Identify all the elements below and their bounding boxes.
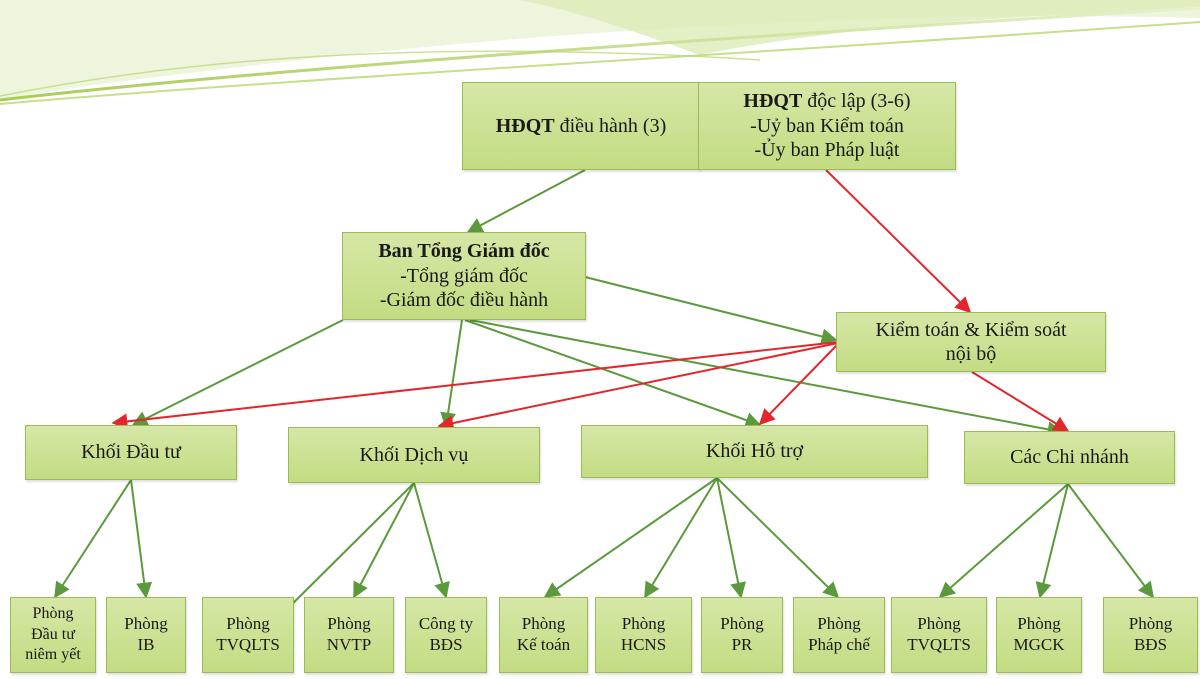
- dept-investment-listed: Phòng Đầu tư niêm yết: [10, 597, 96, 673]
- dept-real-estate-branches: Phòng BĐS: [1103, 597, 1198, 673]
- dept-8-line-2: PR: [731, 635, 753, 654]
- ceo-line-2: -Tổng giám đốc: [400, 264, 528, 287]
- header-swoosh: [0, 0, 1200, 105]
- dept-legal: Phòng Pháp chế: [793, 597, 885, 673]
- edge-services-to-dept-5: [413, 482, 450, 599]
- division-services: Khối Dịch vụ: [288, 427, 540, 483]
- dept-2-line-1: Phòng: [124, 614, 168, 634]
- edge-support-to-dept-7: [644, 477, 718, 599]
- division-support-label: Khối Hỗ trợ: [705, 440, 804, 463]
- audit-line-2: nội bộ: [945, 343, 997, 365]
- ceo-board-box: Ban Tổng Giám đốc -Tổng giám đốc -Giám đ…: [342, 232, 586, 320]
- edge-ceo-to-audit: [584, 276, 838, 345]
- internal-audit-box: Kiểm toán & Kiểm soát nội bộ: [836, 312, 1106, 372]
- edge-board-to-ceo: [466, 169, 586, 233]
- dept-1-line-1: Phòng: [32, 604, 74, 622]
- dept-10-line-2: TVQLTS: [907, 635, 971, 654]
- board-exec-box: HĐQT điều hành (3): [462, 82, 700, 170]
- dept-9-line-2: Pháp chế: [808, 635, 870, 654]
- ceo-title: Ban Tổng Giám đốc: [378, 240, 550, 263]
- dept-pr: Phòng PR: [701, 597, 783, 673]
- dept-3-line-2: TVQLTS: [216, 635, 280, 654]
- dept-5-line-2: BĐS: [429, 635, 463, 654]
- division-branches: Các Chi nhánh: [964, 431, 1175, 484]
- edge-audit-to-branches: [971, 371, 1070, 432]
- edge-ceo-to-branches: [469, 319, 1064, 438]
- division-services-label: Khối Dịch vụ: [359, 443, 469, 466]
- division-investment-label: Khối Đầu tư: [81, 441, 181, 464]
- board-indep-label: HĐQT độc lập (3-6): [743, 90, 911, 113]
- board-independent-box: HĐQT độc lập (3-6) -Uỷ ban Kiểm toán -Ủy…: [698, 82, 956, 170]
- dept-accounting: Phòng Kế toán: [499, 597, 588, 673]
- board-exec-label: HĐQT điều hành (3): [495, 114, 667, 137]
- edge-branches-to-dept-10: [938, 483, 1069, 599]
- dept-6-line-1: Phòng: [521, 614, 566, 634]
- edge-support-to-dept-8: [716, 477, 746, 599]
- dept-10-line-1: Phòng: [917, 614, 961, 634]
- board-indep-committee-legal: -Ủy ban Pháp luật: [754, 139, 900, 162]
- dept-ib: Phòng IB: [106, 597, 186, 673]
- dept-tvqlts-branches: Phòng TVQLTS: [891, 597, 987, 673]
- edge-ceo-to-investment: [131, 319, 344, 426]
- dept-4-line-1: Phòng: [327, 614, 371, 634]
- dept-6-line-2: Kế toán: [516, 635, 571, 654]
- division-investment: Khối Đầu tư: [25, 425, 237, 480]
- dept-hcns: Phòng HCNS: [595, 597, 692, 673]
- board-indep-committee-audit: -Uỷ ban Kiểm toán: [750, 114, 904, 137]
- dept-7-line-2: HCNS: [620, 635, 667, 654]
- dept-nvtp: Phòng NVTP: [304, 597, 394, 673]
- edge-indep-board-to-audit: [825, 169, 972, 314]
- edge-branches-to-dept-12: [1067, 483, 1154, 599]
- edge-audit-to-support: [758, 343, 839, 426]
- dept-12-line-2: BĐS: [1133, 635, 1168, 654]
- dept-2-line-2: IB: [137, 635, 155, 654]
- edge-investment-to-dept-1: [54, 479, 132, 599]
- dept-1-line-2: Đầu tư: [31, 625, 75, 643]
- ceo-line-3: -Giám đốc điều hành: [379, 289, 549, 312]
- dept-8-line-1: Phòng: [720, 614, 764, 634]
- dept-12-line-1: Phòng: [1128, 614, 1173, 634]
- dept-1-line-3: niêm yết: [25, 646, 81, 664]
- dept-3-line-1: Phòng: [226, 614, 270, 634]
- division-support: Khối Hỗ trợ: [581, 425, 928, 478]
- edge-investment-to-dept-2: [130, 479, 153, 599]
- edge-ceo-to-services: [440, 319, 463, 429]
- edge-ceo-to-support: [464, 319, 762, 428]
- dept-11-line-2: MGCK: [1013, 635, 1065, 654]
- edge-services-to-dept-4: [353, 482, 415, 599]
- dept-9-line-1: Phòng: [817, 614, 861, 634]
- edge-support-to-dept-9: [716, 477, 840, 599]
- dept-tvqlts-services: Phòng TVQLTS: [202, 597, 294, 673]
- edge-audit-to-services: [437, 342, 839, 431]
- division-branches-label: Các Chi nhánh: [1010, 446, 1129, 469]
- dept-5-line-1: Công ty: [418, 614, 474, 634]
- dept-mgck: Phòng MGCK: [996, 597, 1082, 673]
- edge-support-to-dept-6: [543, 477, 718, 598]
- dept-4-line-2: NVTP: [326, 635, 372, 654]
- dept-11-line-1: Phòng: [1017, 614, 1061, 634]
- dept-real-estate-company: Công ty BĐS: [405, 597, 487, 673]
- edge-audit-to-investment: [111, 341, 839, 430]
- edge-branches-to-dept-11: [1035, 483, 1069, 599]
- audit-line-1: Kiểm toán & Kiểm soát: [875, 318, 1067, 341]
- dept-7-line-1: Phòng: [621, 614, 666, 634]
